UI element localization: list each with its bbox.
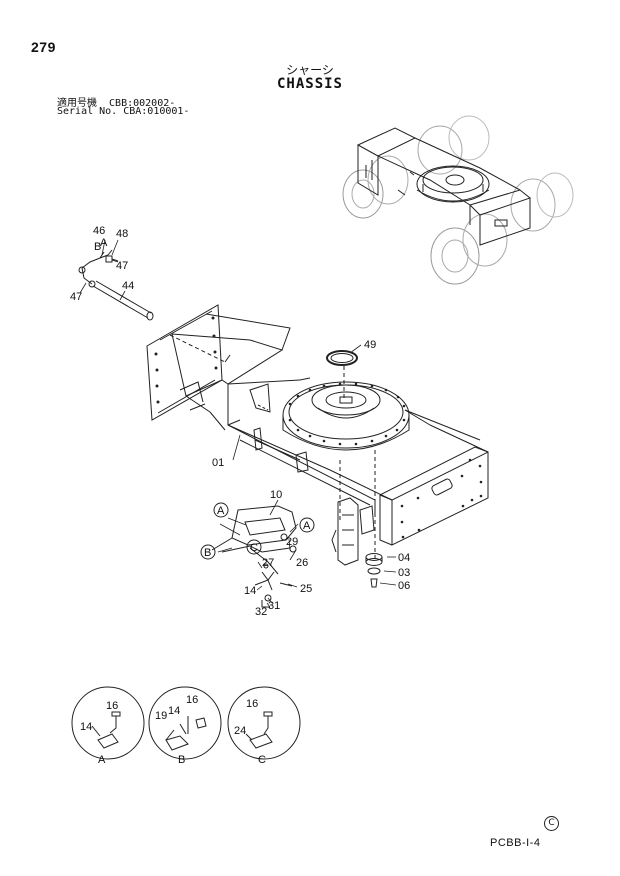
ref-circle-a-label: A — [217, 505, 225, 517]
callout-16: 16 — [246, 698, 258, 710]
detail-view-a — [71, 686, 145, 760]
callout-48: 48 — [116, 228, 128, 240]
title-japanese: シャーシ — [286, 63, 334, 77]
detail-b-label: B — [178, 754, 185, 766]
ref-circle-a-1 — [213, 502, 229, 518]
page-code: PCBB-I-4 — [490, 837, 541, 849]
chassis-frame — [146, 304, 489, 546]
callout-04: 04 — [398, 552, 410, 564]
callout-19: 19 — [155, 710, 167, 722]
ref-circle-a-label: A — [303, 520, 311, 532]
serial-line-2: Serial No. CBA:010001- — [57, 106, 190, 117]
part-06 — [370, 578, 378, 588]
callout-01: 01 — [212, 457, 224, 469]
ref-circle-b — [200, 544, 216, 560]
bracket-assembly — [211, 505, 297, 608]
ref-circle-c-label: C — [250, 542, 258, 554]
detail-a-label: A — [98, 754, 106, 766]
callout-32: 32 — [255, 606, 267, 618]
pipe-assembly — [78, 249, 154, 321]
detail-view-c — [227, 686, 301, 760]
machine-overview-illustration — [342, 115, 574, 285]
callout-47: 47 — [116, 260, 128, 272]
ref-circle-a-2 — [299, 517, 315, 533]
callout-44: 44 — [122, 280, 134, 292]
callout-27: 27 — [262, 557, 274, 569]
callout-14: 14 — [80, 721, 92, 733]
copyright-mark: C — [544, 816, 559, 831]
callout-16: 16 — [106, 700, 118, 712]
leader-lines — [79, 239, 397, 608]
o-ring-49 — [326, 350, 358, 366]
turntable-bearing — [282, 381, 410, 451]
callout-31: 31 — [268, 600, 280, 612]
callout-49: 49 — [364, 339, 376, 351]
callout-14: 14 — [168, 705, 180, 717]
page-title: CHASSIS — [276, 76, 343, 92]
center-joint — [331, 497, 359, 566]
callout-10: 10 — [270, 489, 282, 501]
ref-letter-b: B — [94, 241, 101, 253]
ref-letter-a: A — [100, 237, 108, 249]
callout-47: 47 — [70, 291, 82, 303]
callout-24: 24 — [234, 725, 246, 737]
ref-circle-c — [246, 539, 262, 555]
detail-c-label: C — [258, 754, 266, 766]
callout-06: 06 — [398, 580, 410, 592]
callout-03: 03 — [398, 567, 410, 579]
callout-46: 46 — [93, 225, 105, 237]
callout-29: 29 — [286, 536, 298, 548]
callout-26: 26 — [296, 557, 308, 569]
detail-view-b — [148, 686, 222, 760]
ref-circle-b-label: B — [204, 547, 211, 559]
callout-14: 14 — [244, 585, 256, 597]
serial-line-1: 適用号機 CBB:002002- — [57, 98, 176, 109]
callout-16: 16 — [186, 694, 198, 706]
part-03 — [367, 567, 381, 575]
callout-25: 25 — [300, 583, 312, 595]
page-number: 279 — [31, 39, 56, 55]
